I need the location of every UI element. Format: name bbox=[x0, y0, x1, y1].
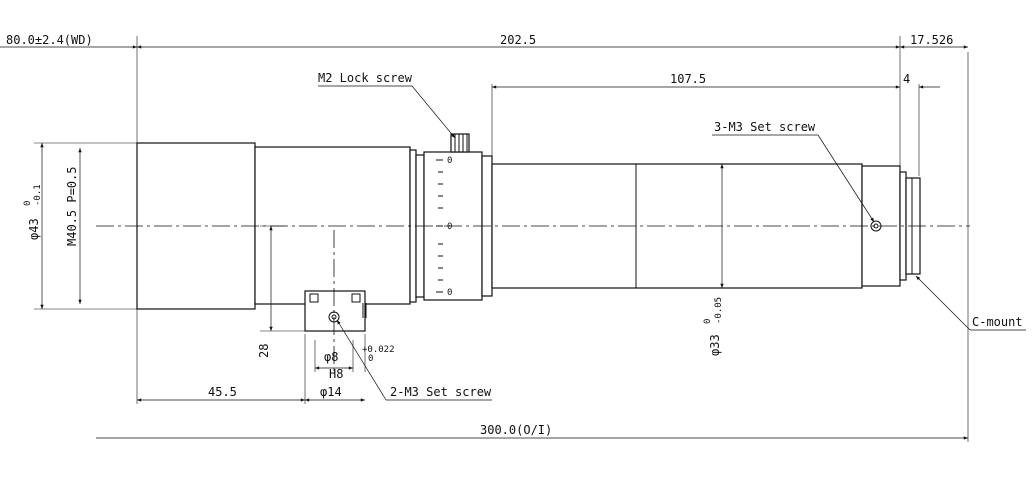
scale-mark-bottom: 0 bbox=[447, 288, 452, 298]
lens-body: 0 0 0 bbox=[136, 133, 921, 332]
bracket-width-dimension: φ14 bbox=[320, 385, 342, 399]
bracket-set-screw-callout: 2-M3 Set screw bbox=[390, 385, 492, 399]
front-dia-tol-lower: -0.1 bbox=[33, 184, 43, 206]
lock-screw-icon bbox=[450, 133, 470, 153]
wd-dimension: 80.0±2.4(WD) bbox=[6, 33, 93, 47]
rear-dia-tol-lower: -0.05 bbox=[714, 297, 724, 324]
pin-tol-upper: +0.022 bbox=[362, 345, 395, 355]
scale-mark-top: 0 bbox=[447, 156, 452, 166]
pin-dia-dimension: φ8 bbox=[324, 350, 338, 364]
c-mount-callout: C-mount bbox=[972, 315, 1023, 329]
lens-length-dimension: 202.5 bbox=[500, 33, 536, 47]
focus-scale-ticks: 0 0 0 bbox=[436, 156, 452, 298]
pin-fit-dimension: H8 bbox=[329, 367, 343, 381]
mount-offset-dimension: 45.5 bbox=[208, 385, 237, 399]
scale-mark-mid: 0 bbox=[447, 222, 452, 232]
front-dia-dimension: φ43 bbox=[27, 218, 41, 240]
bracket-height-dimension: 28 bbox=[257, 344, 271, 358]
filter-thread-dimension: M40.5 P=0.5 bbox=[65, 167, 79, 246]
overall-length-dimension: 300.0(O/I) bbox=[480, 423, 552, 437]
mounting-bracket bbox=[304, 290, 367, 332]
rear-dia-dimension: φ33 bbox=[708, 334, 722, 356]
middle-barrel bbox=[254, 146, 411, 305]
lock-screw-callout: M2 Lock screw bbox=[318, 71, 413, 85]
flange-back-dimension: 17.526 bbox=[910, 33, 953, 47]
rear-set-screw-callout: 3-M3 Set screw bbox=[714, 120, 816, 134]
mount-step-dimension: 4 bbox=[903, 72, 910, 86]
rear-length-dimension: 107.5 bbox=[670, 72, 706, 86]
pin-tol-lower: 0 bbox=[368, 354, 373, 364]
front-dia-tol-upper: 0 bbox=[23, 201, 33, 206]
rear-dia-tol-upper: 0 bbox=[703, 319, 713, 324]
